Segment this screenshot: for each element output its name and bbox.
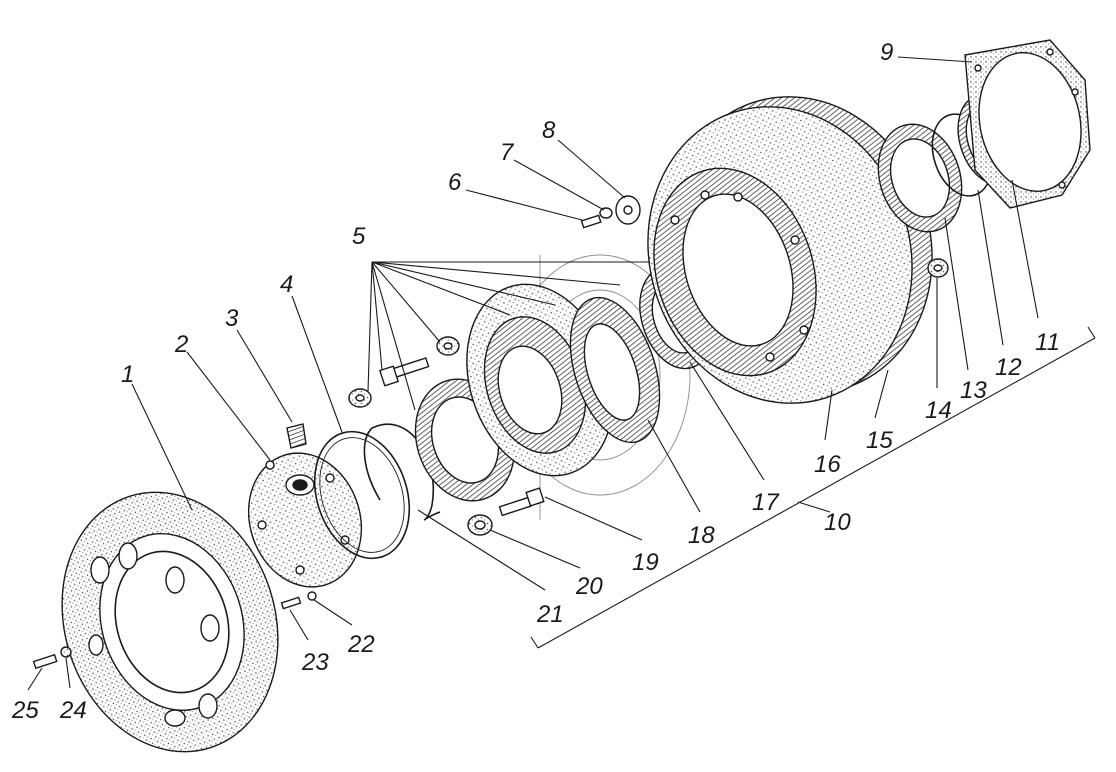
label-7: 7	[500, 139, 515, 166]
label-6: 6	[448, 169, 462, 196]
snap-ring-part-21	[363, 423, 441, 521]
washer-part-7	[599, 207, 613, 219]
label-5: 5	[352, 223, 366, 250]
studs-and-nuts-part-5	[348, 336, 460, 408]
label-17: 17	[752, 489, 780, 516]
label-24: 24	[59, 697, 87, 724]
label-12: 12	[995, 354, 1022, 381]
screw-part-23	[280, 596, 302, 610]
label-16: 16	[814, 451, 841, 478]
nut-part-20	[467, 514, 493, 536]
label-21: 21	[536, 601, 564, 628]
drum-bolt-holes	[670, 190, 809, 362]
label-1: 1	[121, 361, 134, 388]
washer-part-8	[615, 195, 641, 225]
label-2: 2	[174, 331, 188, 358]
plug-part-3	[286, 423, 307, 449]
hub-cap-part-2	[247, 452, 363, 588]
part-labels: 1 2 3 4 5 6 7 8 9 10 11 12 13 14 15 16 1…	[11, 39, 1060, 724]
label-15: 15	[866, 427, 893, 454]
brake-drum-part-15-16	[647, 96, 933, 404]
label-22: 22	[347, 631, 375, 658]
assembly-bracket-10	[530, 326, 1096, 649]
label-11: 11	[1035, 329, 1060, 356]
brake-disc-part-1	[61, 491, 279, 753]
label-4: 4	[280, 271, 293, 298]
label-19: 19	[632, 549, 659, 576]
gasket-part-4	[313, 430, 411, 560]
label-10: 10	[824, 509, 851, 536]
label-9: 9	[880, 39, 893, 66]
washer-part-22	[307, 591, 317, 601]
label-8: 8	[542, 117, 556, 144]
nut-part-14	[927, 258, 949, 278]
label-18: 18	[688, 522, 715, 549]
label-25: 25	[11, 697, 39, 724]
bolt-part-25	[32, 653, 58, 670]
label-14: 14	[925, 397, 952, 424]
label-20: 20	[575, 573, 603, 600]
screw-part-6	[580, 214, 602, 229]
gear-ring-part-18	[569, 296, 661, 444]
flange-part-9	[964, 39, 1091, 209]
leader-lines	[27, 56, 1039, 691]
label-3: 3	[225, 305, 239, 332]
stud-part-19	[498, 487, 545, 517]
label-23: 23	[301, 649, 329, 676]
disc-holes	[88, 542, 220, 727]
nut-part-24	[60, 646, 72, 658]
label-13: 13	[960, 377, 987, 404]
